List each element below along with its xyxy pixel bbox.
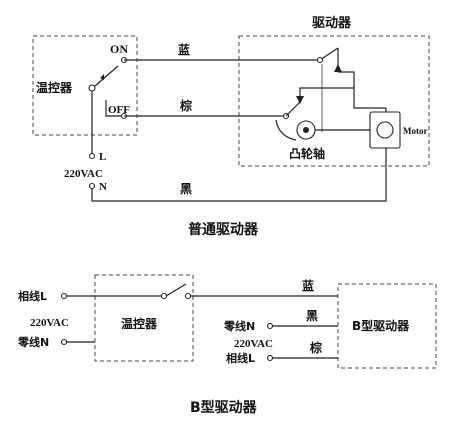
b-switch-pivot bbox=[160, 292, 168, 300]
driver-upper-bus bbox=[338, 71, 355, 88]
thermostat-switch-blade bbox=[94, 65, 119, 87]
b-voltage-right: 220VAC bbox=[234, 338, 273, 350]
off-bracket bbox=[105, 100, 122, 117]
motor-label: Motor bbox=[403, 126, 428, 136]
driver-box bbox=[238, 35, 430, 167]
terminal-n bbox=[88, 182, 96, 190]
b-driver-neutral-terminal bbox=[266, 322, 274, 330]
b-black-wire-label: 黑 bbox=[306, 309, 318, 323]
thermostat-label: 温控器 bbox=[36, 80, 73, 95]
b-brown-wire-label: 棕 bbox=[309, 340, 322, 355]
blue-wire-label: 蓝 bbox=[178, 42, 190, 57]
b-live-label: 相线L bbox=[18, 289, 47, 303]
black-wire-label: 黑 bbox=[180, 182, 192, 196]
motor-rotor-icon bbox=[376, 121, 394, 139]
b-driver-live-label: 相线L bbox=[226, 351, 255, 365]
terminal-n-label: N bbox=[99, 181, 107, 193]
switch-arrow-icon bbox=[100, 74, 104, 80]
bottom-caption: B型驱动器 bbox=[190, 399, 258, 416]
b-neutral-terminal bbox=[60, 338, 68, 346]
b-driver-live-terminal bbox=[266, 354, 274, 362]
terminal-l bbox=[88, 152, 96, 160]
top-caption: 普通驱动器 bbox=[188, 221, 259, 238]
cam-label: 凸轮轴 bbox=[289, 146, 325, 161]
b-driver-label: B型驱动器 bbox=[352, 318, 410, 333]
b-neutral-label: 零线N bbox=[17, 335, 49, 349]
terminal-l-label: L bbox=[99, 151, 106, 163]
thermostat-box bbox=[32, 35, 138, 136]
b-thermostat-switch bbox=[165, 283, 187, 297]
driver-upper-contact bbox=[316, 56, 324, 64]
driver-upper-switch bbox=[319, 47, 339, 61]
upper-arrow-icon bbox=[334, 64, 342, 72]
voltage-label: 220VAC bbox=[64, 168, 103, 180]
b-thermostat-box bbox=[94, 274, 194, 362]
b-switch-contact bbox=[184, 292, 192, 300]
driver-title: 驱动器 bbox=[312, 16, 352, 31]
black-wire bbox=[91, 146, 387, 202]
cam-lever bbox=[275, 119, 297, 141]
b-live-terminal bbox=[60, 292, 68, 300]
lower-arrow-icon bbox=[296, 96, 304, 104]
driver-lower-bus bbox=[299, 87, 370, 109]
driver-lower-switch bbox=[285, 101, 301, 117]
b-driver-neutral-label: 零线N bbox=[223, 319, 255, 333]
thermostat-pivot bbox=[88, 84, 96, 92]
cam-axle bbox=[303, 127, 309, 133]
brown-wire-label: 棕 bbox=[179, 98, 192, 113]
b-blue-wire-label: 蓝 bbox=[302, 278, 314, 293]
b-voltage-left: 220VAC bbox=[30, 317, 69, 329]
b-thermostat-label: 温控器 bbox=[121, 316, 158, 331]
off-label: OFF bbox=[108, 104, 130, 116]
on-label: ON bbox=[110, 42, 128, 56]
